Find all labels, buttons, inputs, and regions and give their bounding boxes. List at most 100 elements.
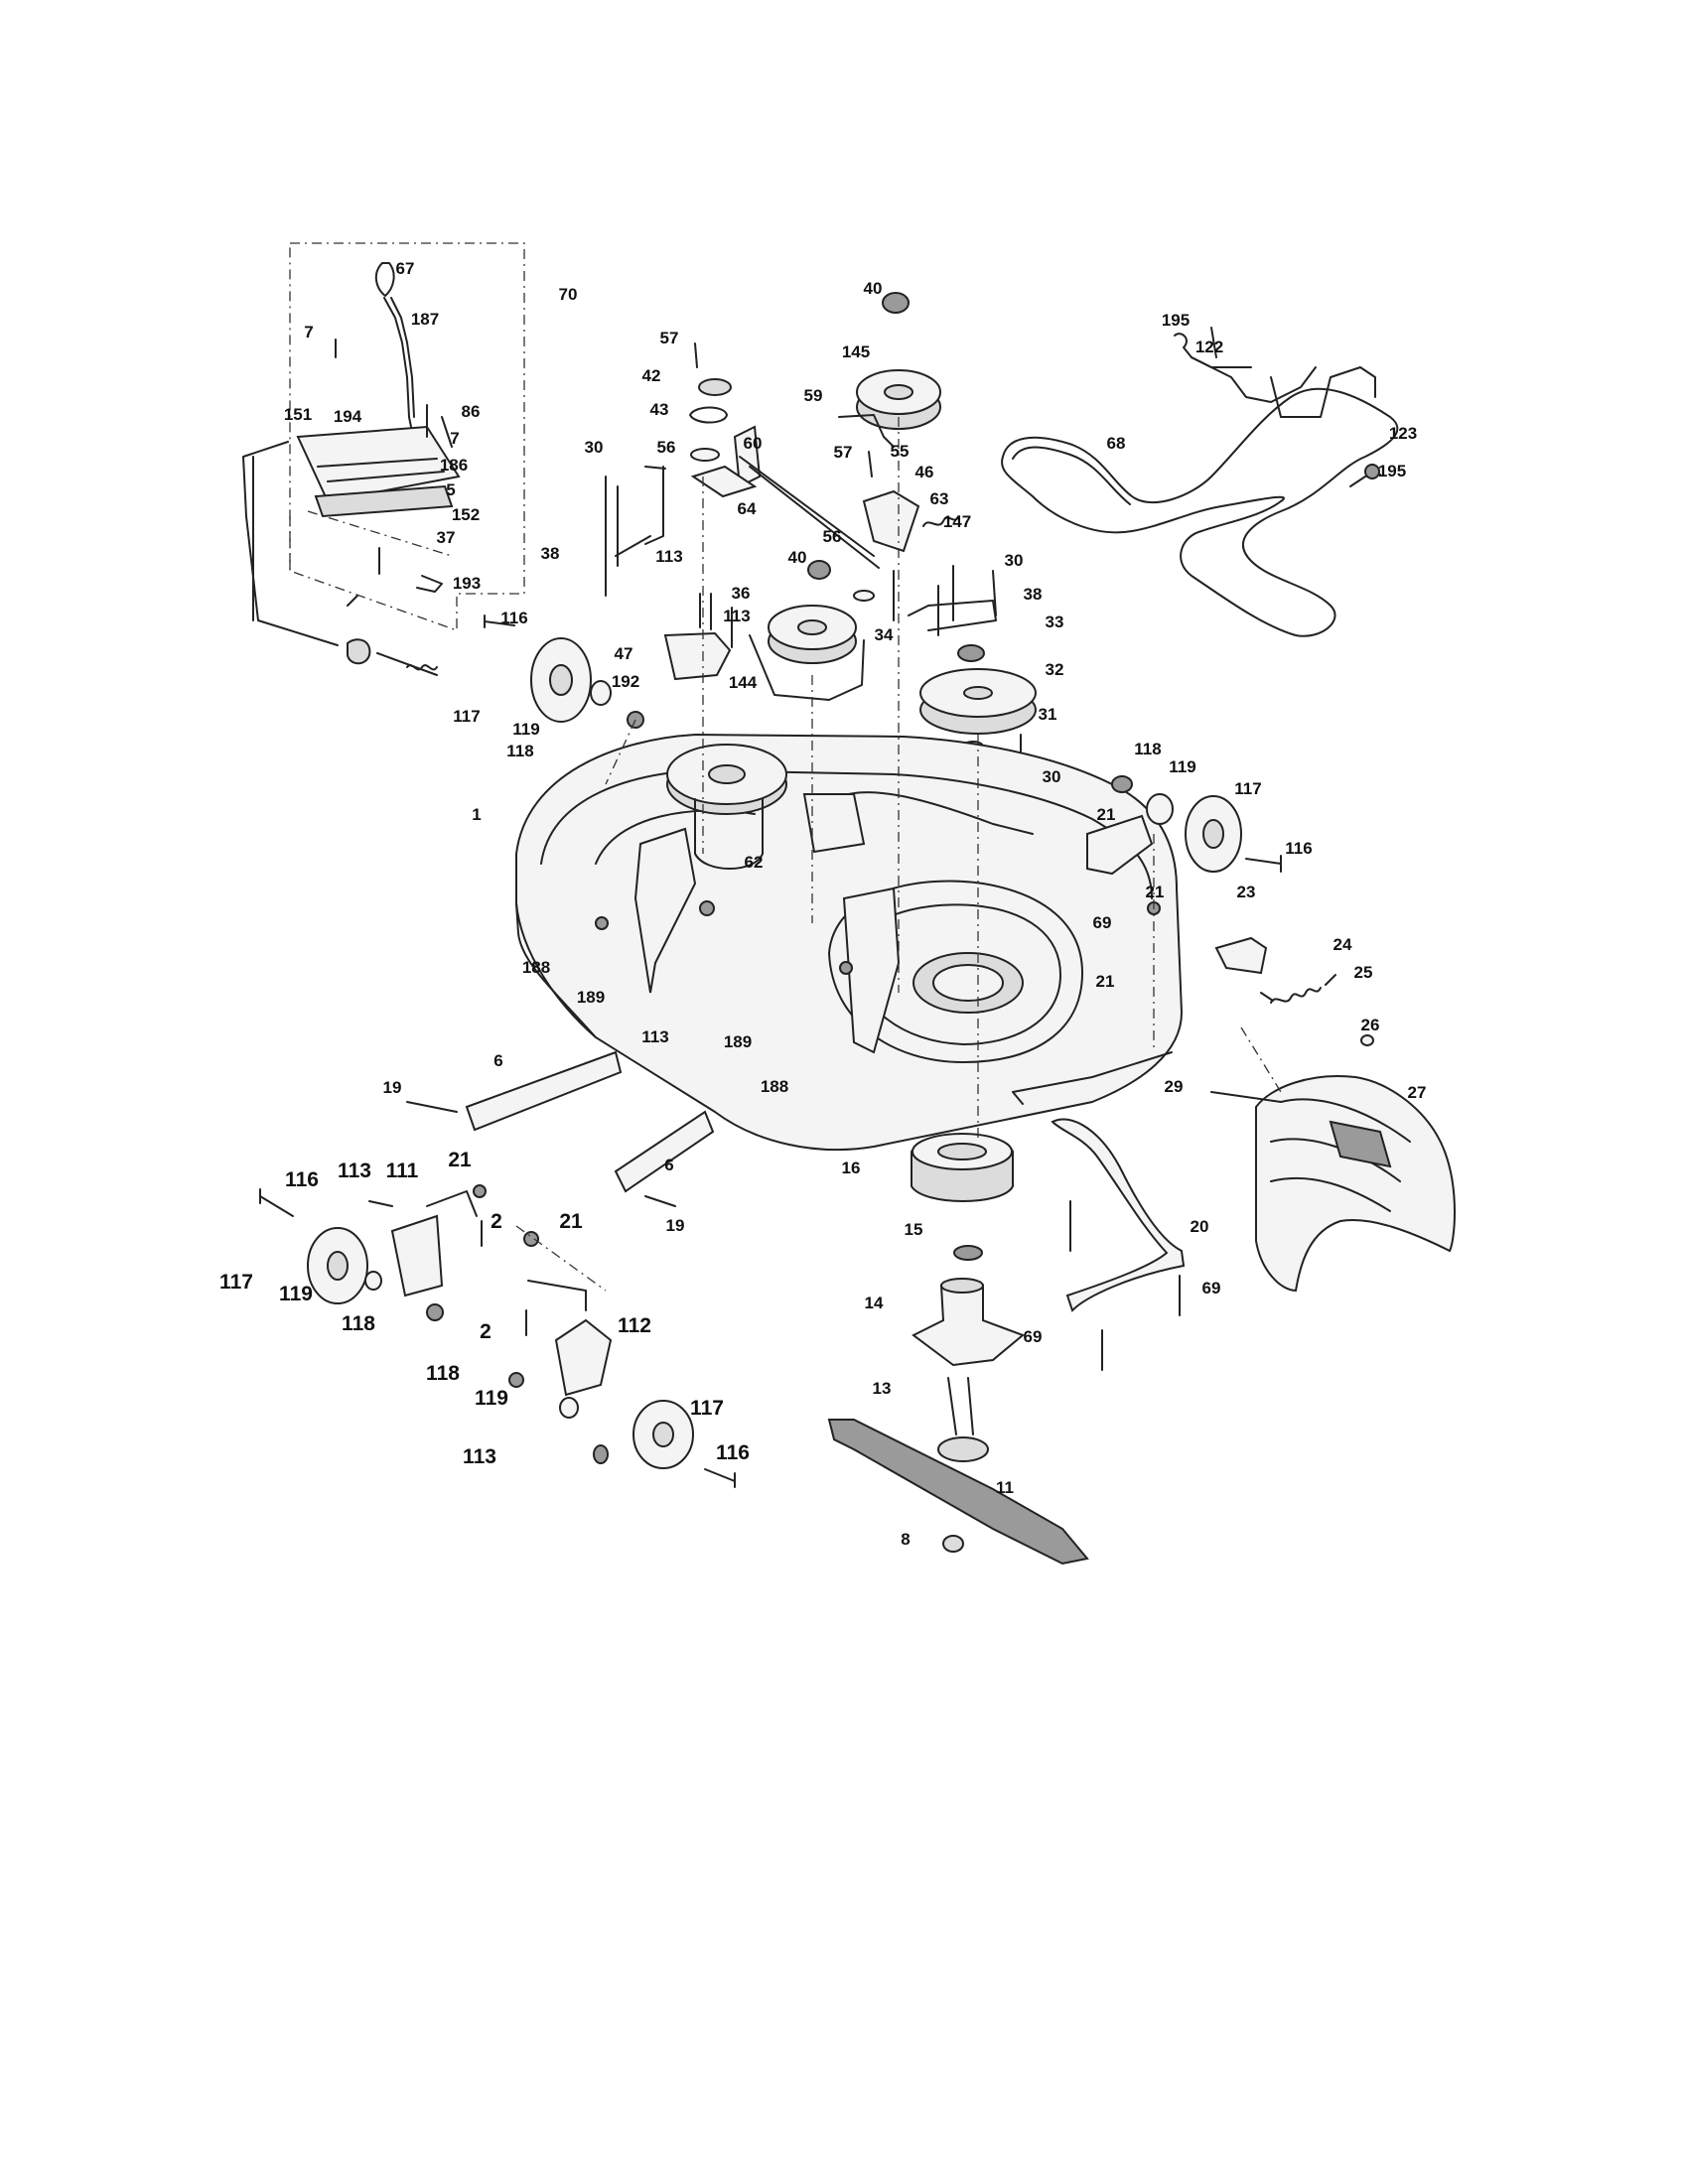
part-callout: 8 [901, 1530, 910, 1549]
part-callout: 187 [411, 310, 439, 329]
part-callout: 144 [729, 673, 758, 692]
part-callout: 118 [342, 1312, 375, 1335]
part-callout: 20 [1191, 1217, 1209, 1236]
part-callout: 55 [891, 442, 910, 461]
part-callout: 67 [396, 259, 415, 278]
part-callout: 60 [744, 434, 763, 453]
part-callout: 19 [666, 1216, 685, 1235]
part-callout: 113 [723, 607, 750, 625]
part-callout: 38 [541, 544, 560, 563]
part-callout: 117 [1234, 779, 1261, 798]
part-callout: 57 [834, 443, 853, 462]
part-callout: 26 [1361, 1016, 1380, 1034]
part-callout: 189 [724, 1032, 752, 1051]
blade-spindle-assembly [827, 1133, 1089, 1566]
part-callout: 192 [612, 672, 639, 691]
part-callout: 188 [522, 958, 550, 977]
part-callout: 21 [1146, 883, 1165, 901]
part-callout: 116 [716, 1441, 750, 1464]
part-callout: 64 [738, 499, 757, 518]
part-callout: 47 [615, 644, 633, 663]
part-callout: 119 [512, 720, 539, 739]
part-callout: 43 [650, 400, 669, 419]
part-callout: 195 [1378, 462, 1406, 480]
part-callout: 113 [655, 547, 682, 566]
part-callout: 117 [219, 1271, 253, 1294]
part-callout: 86 [462, 402, 481, 421]
part-callout: 21 [559, 1210, 583, 1233]
part-callout: 19 [383, 1078, 402, 1097]
part-callout: 42 [642, 366, 661, 385]
part-callout: 193 [453, 574, 481, 593]
part-callout: 59 [804, 386, 823, 405]
part-callout: 117 [453, 707, 480, 726]
part-callout: 112 [618, 1314, 651, 1337]
part-callout: 188 [761, 1077, 788, 1096]
part-callout: 69 [1024, 1327, 1043, 1346]
part-callout: 113 [641, 1027, 668, 1046]
part-callout: 21 [1097, 805, 1116, 824]
deck-pulley-right [919, 644, 1037, 785]
part-callout: 68 [1107, 434, 1126, 453]
part-callout: 116 [500, 609, 527, 627]
part-callout: 30 [585, 438, 604, 457]
idler-pulley-assembly [605, 342, 880, 701]
part-callout: 119 [1169, 757, 1195, 776]
part-callout: 119 [475, 1387, 508, 1410]
part-callout: 63 [930, 489, 949, 508]
part-callout: 147 [943, 512, 971, 531]
front-axle-links [259, 1050, 736, 1488]
part-callout: 5 [446, 480, 455, 499]
part-callout: 2 [491, 1210, 502, 1233]
part-callout: 36 [732, 584, 751, 603]
deck-baffle [1051, 1118, 1186, 1371]
rear-gauge-wheel-right [1111, 775, 1374, 1046]
part-callout: 11 [996, 1478, 1014, 1497]
alignment-lines [515, 417, 1282, 1292]
part-callout: 23 [1237, 883, 1256, 901]
part-callout: 57 [660, 329, 679, 347]
part-callout: 34 [875, 625, 894, 644]
part-callout: 117 [690, 1397, 724, 1420]
part-callout: 56 [823, 527, 842, 546]
deck-drive-belt [1001, 327, 1399, 637]
part-callout: 46 [915, 463, 934, 481]
part-callout: 118 [1134, 740, 1161, 758]
mower-deck-housing [515, 733, 1184, 1152]
part-callout: 1 [472, 805, 481, 824]
part-callout: 40 [788, 548, 807, 567]
part-callout: 69 [1202, 1279, 1221, 1297]
part-callout: 24 [1333, 935, 1352, 954]
part-callout: 152 [452, 505, 480, 524]
part-callout: 40 [864, 279, 883, 298]
part-callout: 186 [440, 456, 468, 475]
part-callout: 13 [873, 1379, 892, 1398]
top-right-pulley-assembly [838, 292, 997, 636]
part-callout: 69 [1093, 913, 1112, 932]
part-callout: 32 [1046, 660, 1064, 679]
part-callout: 70 [559, 285, 578, 304]
part-callout: 122 [1195, 338, 1223, 356]
part-callout: 38 [1024, 585, 1043, 604]
part-callout: 113 [338, 1160, 371, 1182]
part-callout: 21 [448, 1149, 472, 1171]
part-callout: 30 [1005, 551, 1024, 570]
part-callout: 118 [426, 1362, 460, 1385]
part-callout: 113 [463, 1445, 496, 1468]
part-callout: 2 [480, 1320, 491, 1343]
lift-control-assembly [242, 242, 525, 676]
part-callout: 195 [1162, 311, 1190, 330]
part-callout: 116 [1285, 839, 1312, 858]
part-callout: 145 [842, 342, 870, 361]
part-callout: 25 [1354, 963, 1373, 982]
part-callout: 116 [285, 1168, 319, 1191]
part-callout: 194 [334, 407, 362, 426]
part-callout: 33 [1046, 613, 1064, 631]
part-callout: 16 [842, 1159, 861, 1177]
part-callout: 14 [865, 1294, 884, 1312]
part-callout: 15 [905, 1220, 923, 1239]
part-callout: 123 [1389, 424, 1417, 443]
part-callout: 30 [1043, 767, 1061, 786]
part-callout: 118 [506, 742, 533, 760]
